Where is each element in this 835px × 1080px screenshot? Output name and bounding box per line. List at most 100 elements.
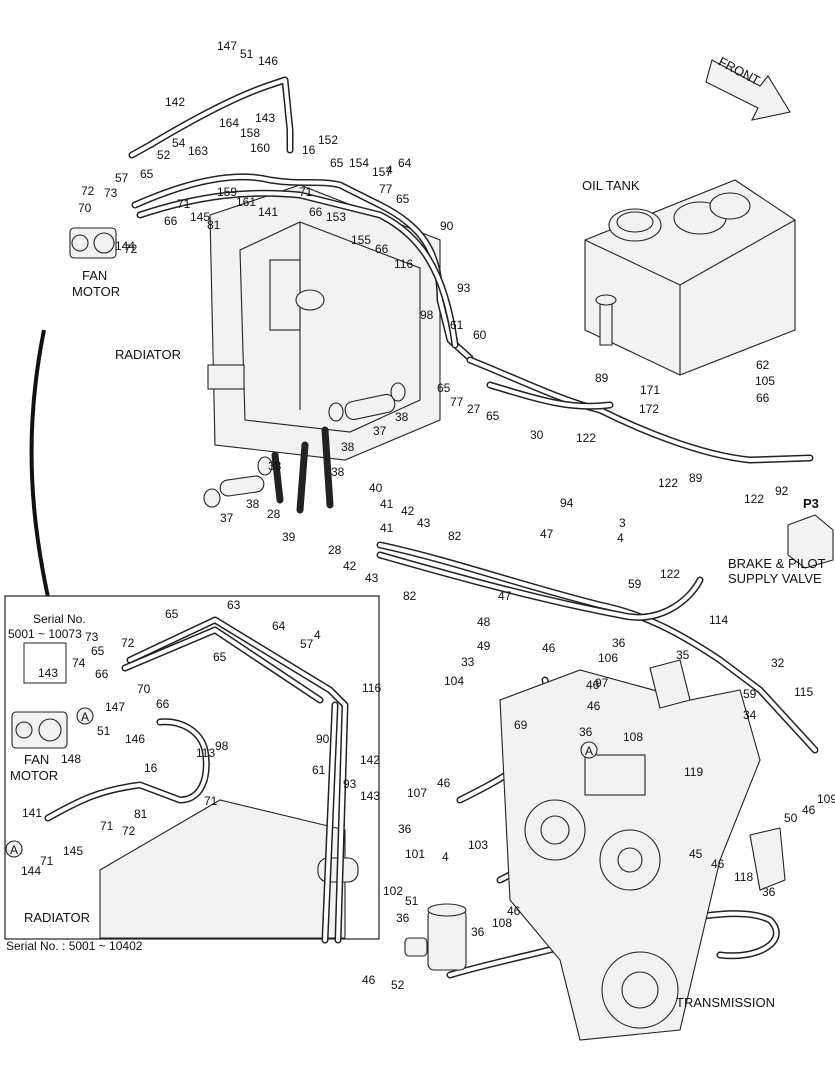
callout-number: 46 [542, 641, 556, 655]
callout-number: 160 [250, 141, 270, 155]
callout-number: 90 [440, 219, 454, 233]
callout-number: 41 [380, 521, 394, 535]
callout-number: 39 [282, 530, 296, 544]
callout-number: 82 [403, 589, 417, 603]
callout-number: 116 [362, 681, 381, 695]
callout-number: 37 [220, 511, 234, 525]
callout-number: 40 [369, 481, 383, 495]
callout-number: 38 [331, 465, 345, 479]
tubes [203, 382, 406, 508]
callout-number: 42 [343, 559, 357, 573]
callout-number: 116 [394, 257, 413, 271]
callout-number: 147 [105, 700, 125, 714]
callout-number: 33 [461, 655, 475, 669]
callout-number: 146 [258, 54, 278, 68]
callout-number: 141 [258, 205, 278, 219]
callout-number: 82 [448, 529, 462, 543]
callout-number: 142 [165, 95, 185, 109]
callout-number: 98 [215, 739, 229, 753]
callout-number: 69 [514, 718, 528, 732]
callout-number: 46 [507, 904, 521, 918]
callout-number: 51 [97, 724, 111, 738]
callout-number: 142 [360, 753, 380, 767]
radiator: RADIATOR [115, 184, 441, 461]
callout-number: 159 [217, 185, 237, 199]
callout-number: 147 [217, 39, 237, 53]
callout-number: 143 [360, 789, 380, 803]
callout-number: 108 [492, 916, 512, 930]
callout-number: 164 [219, 116, 239, 130]
callout-number: 60 [473, 328, 487, 342]
callout-number: 66 [309, 205, 323, 219]
oil-tank: OIL TANK [582, 178, 796, 376]
svg-text:RADIATOR: RADIATOR [24, 910, 90, 925]
callout-number: 35 [676, 648, 690, 662]
filter [404, 903, 467, 971]
callout-number: 49 [477, 639, 491, 653]
callout-number: 16 [302, 143, 316, 157]
callout-number: 144 [115, 239, 135, 253]
callout-number: 65 [396, 192, 410, 206]
callout-number: 66 [95, 667, 109, 681]
callout-number: 64 [272, 619, 286, 633]
callout-number: 90 [316, 732, 330, 746]
callout-number: 52 [391, 978, 405, 992]
callout-number: 45 [689, 847, 703, 861]
callout-number: 143 [255, 111, 275, 125]
callout-number: 73 [85, 630, 99, 644]
callout-number: 154 [349, 156, 369, 170]
svg-text:P3: P3 [803, 496, 819, 511]
transmission: TRANSMISSION A [499, 659, 786, 1041]
callout-number: 36 [762, 885, 776, 899]
callout-number: 70 [78, 201, 92, 215]
callout-number: 98 [420, 308, 434, 322]
hoses [128, 76, 819, 979]
callout-number: 114 [709, 613, 728, 627]
inset: Serial No. 5001 ~ 10073 143 FAN MOTOR RA… [4, 595, 380, 953]
callout-number: 81 [134, 807, 148, 821]
callout-number: 163 [188, 144, 208, 158]
callout-number: 59 [743, 687, 757, 701]
callout-number: 71 [100, 819, 114, 833]
callout-number: 62 [756, 358, 770, 372]
callout-number: 52 [157, 148, 171, 162]
callout-number: 161 [236, 195, 256, 209]
callout-number: 30 [530, 428, 544, 442]
callout-number: 105 [755, 374, 775, 388]
callout-number: 36 [396, 911, 410, 925]
callout-number: 65 [437, 381, 451, 395]
callout-number: 77 [379, 182, 393, 196]
callout-number: 122 [744, 492, 764, 506]
callout-number: 36 [579, 725, 593, 739]
callout-number: 63 [227, 598, 241, 612]
callout-number: 72 [124, 242, 138, 256]
callout-number: 92 [775, 484, 789, 498]
callout-number: 141 [22, 806, 42, 820]
callout-number: 65 [140, 167, 154, 181]
callout-number: 38 [395, 410, 409, 424]
callout-number: 51 [405, 894, 419, 908]
callout-number: 70 [137, 682, 151, 696]
callout-number: 4 [442, 850, 449, 864]
svg-text:TRANSMISSION: TRANSMISSION [676, 995, 775, 1010]
callout-number: 155 [351, 233, 371, 247]
callout-number: 46 [802, 803, 816, 817]
callout-number: 144 [21, 864, 41, 878]
callout-number: 106 [598, 651, 618, 665]
callout-number: 89 [689, 471, 703, 485]
svg-text:MOTOR: MOTOR [10, 768, 58, 783]
callout-number: 71 [40, 854, 54, 868]
callout-number: 119 [684, 765, 703, 779]
svg-text:BRAKE & PILOT: BRAKE & PILOT [728, 556, 826, 571]
callout-number: 32 [771, 656, 785, 670]
callout-number: 122 [576, 431, 596, 445]
svg-text:5001 ~ 10073: 5001 ~ 10073 [8, 627, 82, 641]
callout-number: 65 [486, 409, 500, 423]
callout-number: 36 [398, 822, 412, 836]
callout-number: 113 [196, 746, 215, 760]
callout-number: 81 [207, 218, 221, 232]
callout-number: 65 [330, 156, 344, 170]
callout-number: 48 [477, 615, 491, 629]
